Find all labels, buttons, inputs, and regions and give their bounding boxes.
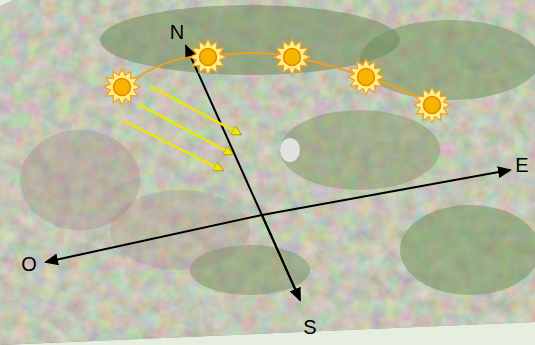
compass-letter: N — [170, 21, 184, 43]
compass-letter: O — [21, 253, 37, 275]
compass-letter: E — [515, 154, 528, 176]
compass-letter: S — [303, 316, 316, 338]
